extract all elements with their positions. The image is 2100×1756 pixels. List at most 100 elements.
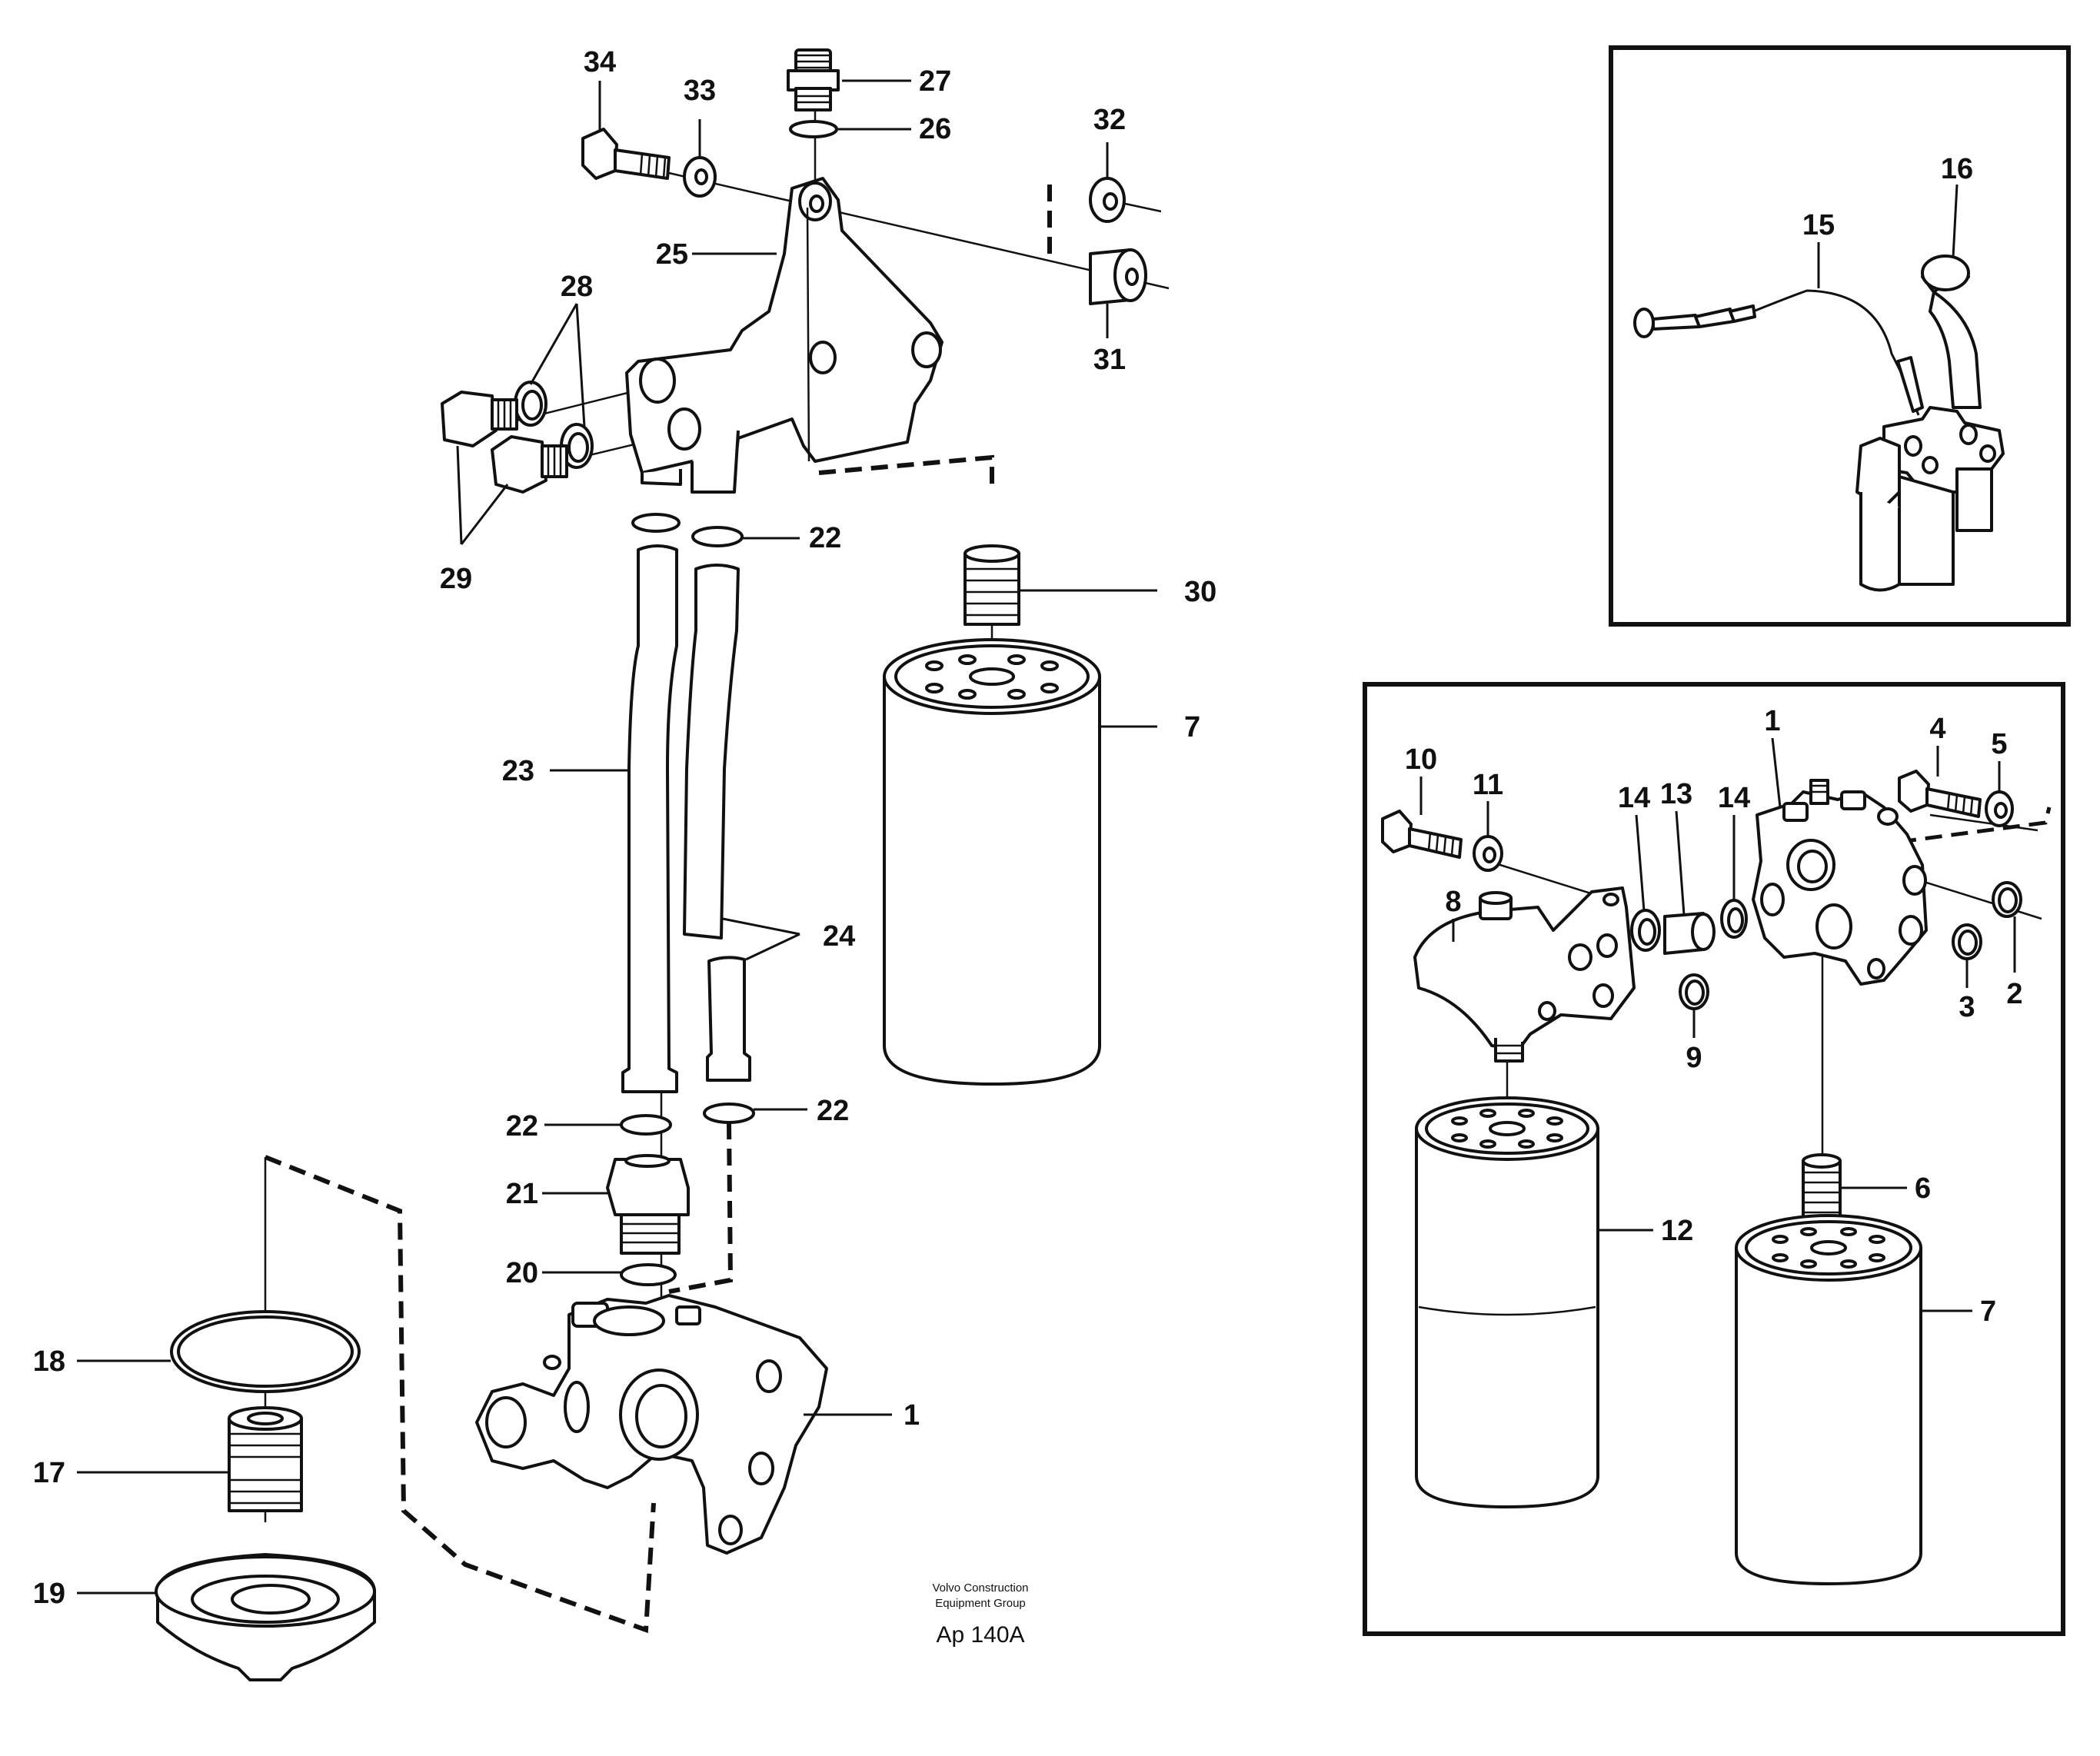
callout-21: 21 bbox=[506, 1178, 538, 1210]
inset-part-13-sleeve bbox=[1663, 912, 1716, 955]
dash-line-pipe-to-housing bbox=[668, 1122, 734, 1294]
callout-32: 32 bbox=[1093, 104, 1126, 136]
callout-18: 18 bbox=[33, 1345, 65, 1378]
inset-part-1-filter-head bbox=[1752, 779, 1928, 986]
inset-callout-11: 11 bbox=[1473, 769, 1503, 801]
dash-line-base-to-housing bbox=[264, 1155, 656, 1634]
part-1-filter-head-main bbox=[475, 1294, 828, 1555]
part-22-seal-top-left bbox=[631, 513, 681, 533]
leader-16 bbox=[1952, 184, 1959, 258]
callout-19: 19 bbox=[33, 1578, 65, 1610]
part-30-nipple bbox=[963, 544, 1020, 626]
callout-30: 30 bbox=[1184, 576, 1216, 608]
part-21-fitting bbox=[606, 1154, 690, 1255]
part-20-washer bbox=[620, 1263, 677, 1286]
main-callouts: 34 33 27 26 32 25 31 28 29 22 30 7 23 24… bbox=[33, 46, 1217, 1610]
inset-part-3-o-ring bbox=[1952, 923, 1982, 960]
part-33-washer bbox=[683, 156, 717, 198]
part-24-pipe-lower bbox=[706, 956, 751, 1082]
callout-24: 24 bbox=[823, 920, 855, 953]
callout-33: 33 bbox=[684, 75, 716, 107]
inset-part-10-bolt bbox=[1381, 810, 1463, 859]
inset-callout-1: 1 bbox=[1764, 705, 1780, 737]
inset-top-frame bbox=[1609, 45, 2071, 627]
part-7-filter-main bbox=[883, 638, 1101, 1086]
inset-callout-4: 4 bbox=[1929, 713, 1945, 745]
callout-22-lower-left: 22 bbox=[506, 1110, 538, 1142]
callout-26: 26 bbox=[919, 113, 951, 145]
part-22-seal-top-right bbox=[691, 526, 744, 547]
credit-line-1: Volvo Construction bbox=[932, 1581, 1028, 1595]
part-25-bracket-housing bbox=[625, 177, 944, 494]
callout-27: 27 bbox=[919, 65, 951, 98]
inset-part-7-filter bbox=[1735, 1214, 1922, 1585]
inset-part-8-cover bbox=[1413, 886, 1636, 1063]
part-19-base-cover bbox=[155, 1553, 376, 1681]
main-exploded-view: 34 33 27 26 32 25 31 28 29 22 30 7 23 24… bbox=[33, 46, 1217, 1681]
axis-line-inset-bolt4 bbox=[1929, 813, 2038, 832]
inset-callout-13: 13 bbox=[1660, 778, 1692, 810]
inset-bottom-twin-filter: 10 11 14 13 14 1 4 5 8 2 3 9 6 12 7 bbox=[1363, 682, 2065, 1636]
credit-block: Volvo Construction Equipment Group Ap 14… bbox=[932, 1581, 1028, 1648]
callout-16: 16 bbox=[1941, 153, 1973, 185]
inset-callout-9: 9 bbox=[1686, 1042, 1702, 1074]
callout-31: 31 bbox=[1093, 344, 1126, 376]
credit-line-2: Equipment Group bbox=[935, 1597, 1026, 1610]
inset-callout-6: 6 bbox=[1915, 1172, 1931, 1205]
callout-29: 29 bbox=[440, 563, 472, 595]
inset-part-5-washer bbox=[1985, 790, 2014, 827]
inset-bottom-frame bbox=[1363, 682, 2065, 1636]
inset-part-9-o-ring bbox=[1679, 973, 1709, 1010]
dash-line-bracket-to-filter bbox=[818, 454, 994, 492]
inset-callout-10: 10 bbox=[1405, 743, 1437, 776]
main-leader-lines bbox=[77, 79, 1157, 1595]
part-26-washer bbox=[789, 120, 838, 138]
inset-part-4-bolt bbox=[1898, 770, 1982, 818]
callout-15: 15 bbox=[1802, 209, 1835, 241]
callout-1-main: 1 bbox=[904, 1399, 920, 1432]
inset-callout-3: 3 bbox=[1959, 991, 1975, 1023]
part-22-seal-lower-right bbox=[703, 1102, 755, 1124]
part-29-plugs bbox=[441, 391, 568, 494]
inset-callout-12: 12 bbox=[1661, 1215, 1693, 1247]
inset-part-11-washer bbox=[1473, 835, 1503, 872]
callout-25: 25 bbox=[656, 238, 688, 271]
inset-callout-14-left: 14 bbox=[1618, 782, 1650, 814]
part-31-spacer bbox=[1089, 248, 1147, 305]
callout-7-main: 7 bbox=[1184, 711, 1200, 743]
part-17-nipple bbox=[228, 1406, 303, 1512]
part-18-o-ring bbox=[170, 1310, 361, 1393]
callout-34: 34 bbox=[584, 46, 616, 78]
inset-callout-14-right: 14 bbox=[1718, 782, 1750, 814]
part-27-fitting bbox=[787, 48, 840, 111]
inset-top-filter-housings bbox=[1855, 406, 2005, 592]
inset-top-overview: 15 16 bbox=[1609, 45, 2071, 627]
dash-line-inset-bolt bbox=[1899, 806, 2052, 844]
part-23-pipe bbox=[621, 544, 678, 1093]
axis-line-bolt bbox=[668, 171, 1170, 290]
callout-17: 17 bbox=[33, 1457, 65, 1489]
part-24-pipe-upper bbox=[683, 564, 740, 940]
drawing-code: Ap 140A bbox=[936, 1622, 1024, 1648]
inset-callout-7: 7 bbox=[1980, 1295, 1996, 1328]
callout-23: 23 bbox=[502, 755, 534, 787]
inset-part-14-o-ring-left bbox=[1630, 909, 1661, 952]
callout-22-top: 22 bbox=[809, 522, 841, 554]
inset-callout-5: 5 bbox=[1991, 728, 2007, 760]
axis-line-inset-ports bbox=[1906, 875, 2042, 920]
inset-part-14-o-ring-right bbox=[1720, 899, 1748, 939]
inset-part-12-filter bbox=[1415, 1096, 1599, 1508]
inset-callout-8: 8 bbox=[1445, 886, 1461, 918]
inset-bottom-leader-lines bbox=[1419, 737, 2016, 1312]
inset-callout-2: 2 bbox=[2006, 978, 2022, 1010]
callout-28: 28 bbox=[561, 271, 593, 303]
part-34-bolt bbox=[581, 128, 671, 180]
callout-22-lower-right: 22 bbox=[817, 1095, 849, 1127]
part-16-filler-tube bbox=[1921, 254, 1982, 409]
inset-bottom-callouts: 10 11 14 13 14 1 4 5 8 2 3 9 6 12 7 bbox=[1405, 705, 2023, 1328]
part-15-dipstick bbox=[1633, 289, 1924, 416]
callout-20: 20 bbox=[506, 1257, 538, 1289]
part-32-washer bbox=[1089, 177, 1126, 223]
part-22-seal-lower-left bbox=[620, 1114, 672, 1136]
